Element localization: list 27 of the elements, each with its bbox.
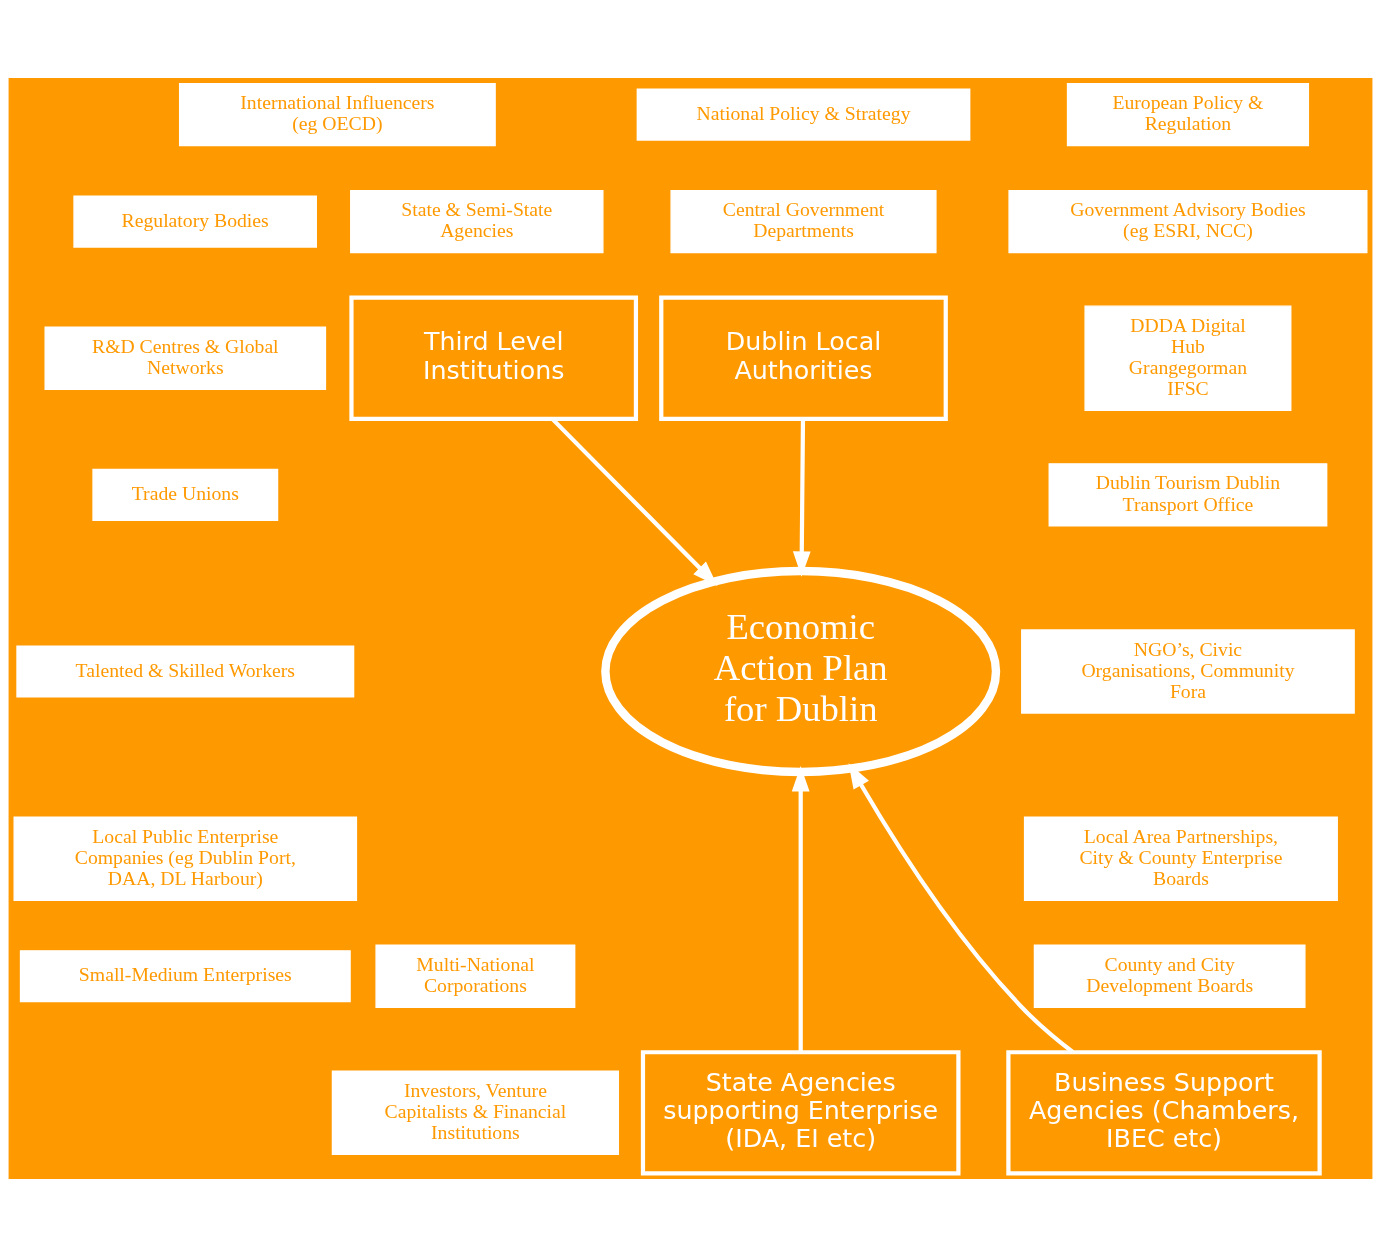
arrow bbox=[848, 763, 1075, 1054]
node-box: State & Semi-State Agencies bbox=[350, 189, 604, 254]
node-box: Government Advisory Bodies (eg ESRI, NCC) bbox=[1008, 189, 1368, 254]
node-box: Talented & Skilled Workers bbox=[16, 645, 355, 698]
arrow bbox=[792, 419, 811, 577]
node-box: Central Government Departments bbox=[670, 189, 937, 254]
node-box: Trade Unions bbox=[92, 468, 279, 521]
node-box: Investors, Venture Capitalists & Financial Institutions bbox=[331, 1070, 620, 1156]
node-ellipse: Economic Action Plan for Dublin bbox=[601, 566, 1001, 777]
node-box: NGO’s, Civic Organisations, Community Fora bbox=[1021, 629, 1355, 714]
node-box: Regulatory Bodies bbox=[73, 195, 317, 248]
node-box: International Influencers (eg OECD) bbox=[178, 82, 496, 147]
node-box: State Agencies supporting Enterprise (IDA, EI etc) bbox=[640, 1050, 961, 1176]
node-box: Small-Medium Enterprises bbox=[19, 950, 351, 1003]
node-box: Local Public Enterprise Companies (eg Dublin Port, DAA, DL Harbour) bbox=[13, 816, 358, 901]
node-box: Dublin Local Authorities bbox=[659, 295, 948, 421]
node-box: National Policy & Strategy bbox=[636, 88, 971, 141]
node-box: County and City Development Boards bbox=[1033, 944, 1306, 1008]
node-box: DDDA Digital Hub Grangegorman IFSC bbox=[1084, 305, 1292, 412]
node-box: European Policy & Regulation bbox=[1066, 82, 1310, 147]
node-box: Third Level Institutions bbox=[349, 295, 639, 421]
node-box: Business Support Agencies (Chambers, IBEC etc) bbox=[1006, 1050, 1322, 1176]
node-box: Multi-National Corporations bbox=[375, 944, 576, 1008]
node-box: Dublin Tourism Dublin Transport Office bbox=[1048, 463, 1328, 527]
node-box: R&D Centres & Global Networks bbox=[44, 326, 327, 390]
node-box: Local Area Partnerships, City & County Enterprise Boards bbox=[1023, 816, 1338, 901]
arrow bbox=[791, 766, 810, 1053]
